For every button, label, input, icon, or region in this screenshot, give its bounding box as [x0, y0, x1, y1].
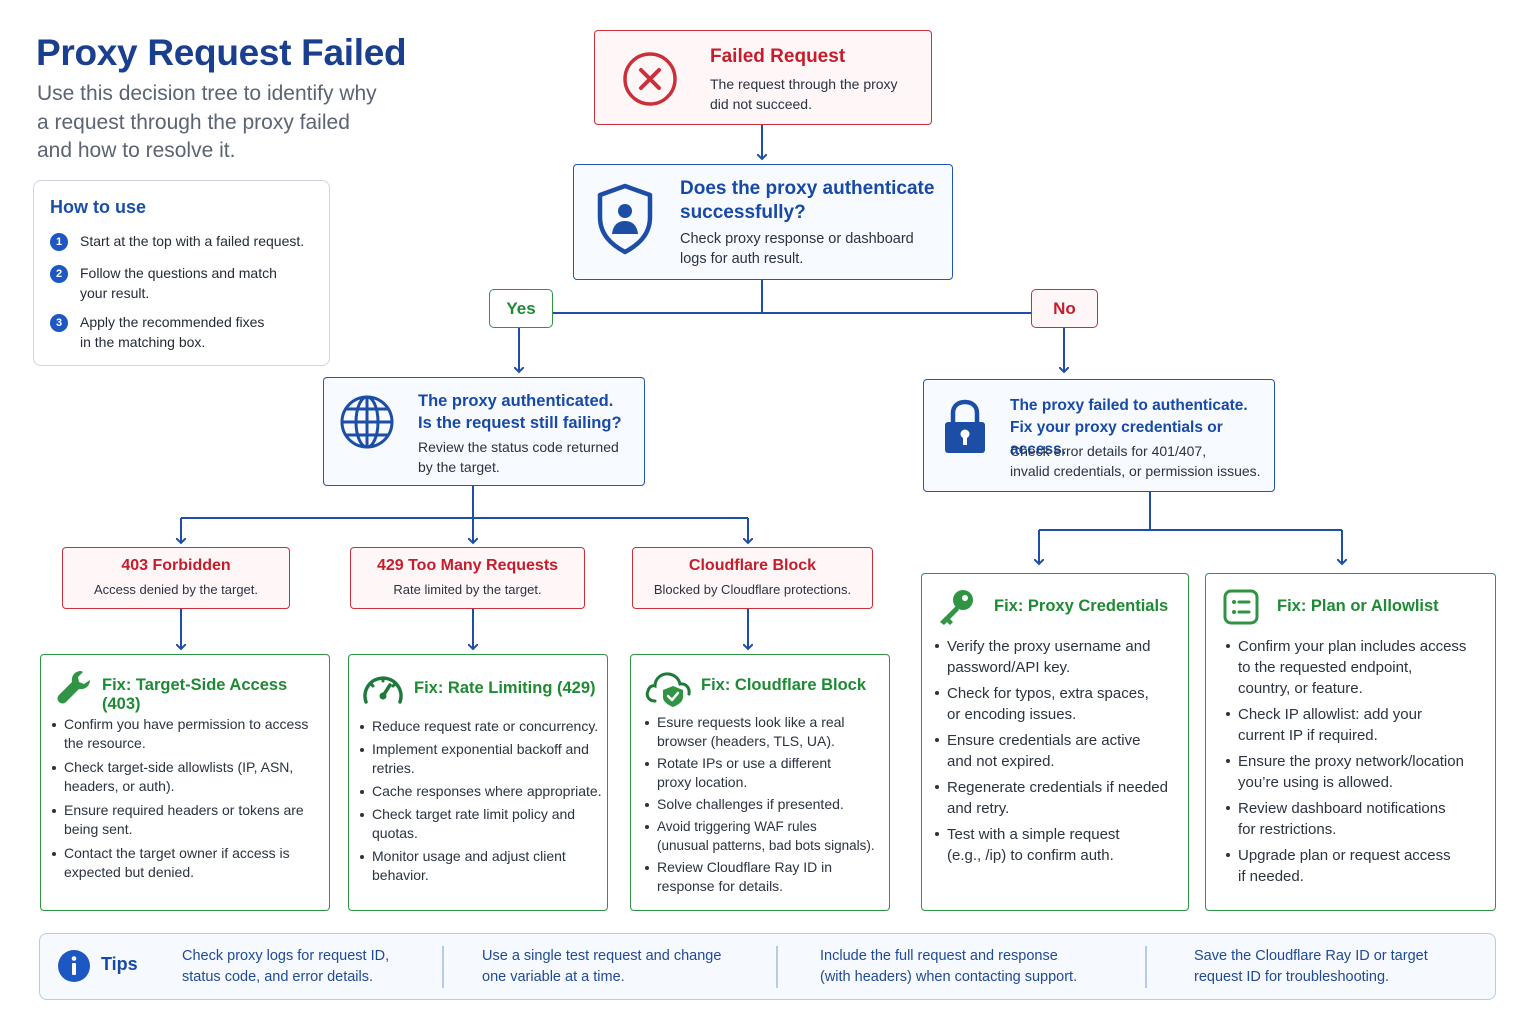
auth-failed-box: The proxy failed to authenticate. Fix yo…: [923, 379, 1275, 492]
fix-title: Fix: Rate Limiting (429): [414, 679, 596, 697]
fix-proxy-credentials-box: Fix: Proxy Credentials Verify the proxy …: [921, 573, 1189, 911]
code-box-429: 429 Too Many Requests Rate limited by th…: [350, 547, 585, 609]
key-icon: [940, 590, 973, 625]
page-title: Proxy Request Failed: [36, 32, 407, 73]
shield-user-icon: [597, 183, 653, 255]
fix-target-side-access-box: Fix: Target-Side Access (403) Confirm yo…: [40, 654, 330, 911]
tip-item: Check proxy logs for request ID,status c…: [182, 948, 390, 985]
how-to-step-3: 3 Apply the recommended fixes in the mat…: [50, 313, 310, 352]
fix-item: Avoid triggering WAF rules(unusual patte…: [645, 817, 889, 855]
code-subtitle: Access denied by the target.: [93, 582, 259, 597]
checklist-icon: [1223, 589, 1259, 625]
auth-failed-title: The proxy failed to authenticate. Fix yo…: [1010, 397, 1248, 458]
fix-title: Fix: Plan or Allowlist: [1277, 597, 1439, 615]
failed-request-text: The request through the proxy did not su…: [710, 76, 898, 112]
how-to-use-title: How to use: [50, 197, 147, 217]
failed-request-title: Failed Request: [710, 46, 846, 67]
info-icon: [58, 950, 90, 982]
auth-question-text: Check proxy response or dashboard logs f…: [680, 231, 914, 267]
failed-request-box: Failed Request The request through the p…: [594, 30, 932, 125]
step-number-badge: 3: [50, 314, 68, 332]
code-subtitle: Blocked by Cloudflare protections.: [653, 582, 852, 597]
code-subtitle: Rate limited by the target.: [393, 582, 542, 597]
wrench-icon: [57, 671, 90, 704]
fix-title: Fix: Proxy Credentials: [994, 597, 1169, 615]
fix-item: Cache responses where appropriate.: [360, 782, 604, 801]
fix-rate-limiting-box: Fix: Rate Limiting (429) Reduce request …: [348, 654, 608, 911]
authenticated-text: Review the status code returned by the t…: [418, 439, 619, 475]
fix-item: Test with a simple request(e.g., /ip) to…: [935, 824, 1185, 866]
cloud-shield-icon: [645, 672, 691, 707]
auth-question-title: Does the proxy authenticate successfully…: [680, 178, 935, 223]
tip-separator: [442, 946, 444, 988]
tip-separator: [776, 946, 778, 988]
auth-question-box: Does the proxy authenticate successfully…: [573, 164, 953, 280]
globe-icon: [340, 395, 394, 449]
tips-bar: Tips Check proxy logs for request ID,sta…: [39, 933, 1496, 1000]
how-to-step-1: 1 Start at the top with a failed request…: [50, 232, 310, 252]
authenticated-title: The proxy authenticated. Is the request …: [418, 392, 622, 432]
code-title: 429 Too Many Requests: [376, 557, 559, 574]
fix-item: Reduce request rate or concurrency.: [360, 717, 604, 736]
fix-item: Check for typos, extra spaces,or encodin…: [935, 683, 1185, 725]
fix-title: Fix: Target-Side Access (403): [102, 676, 288, 713]
fix-item: Check target-side allowlists (IP, ASN,he…: [52, 758, 324, 796]
authenticated-box: The proxy authenticated. Is the request …: [323, 377, 645, 486]
fix-title: Fix: Cloudflare Block: [701, 676, 867, 694]
fix-cloudflare-block-box: Fix: Cloudflare Block Esure requests loo…: [630, 654, 890, 911]
speedometer-icon: [363, 676, 403, 704]
tip-separator: [1145, 946, 1147, 988]
step-number-badge: 2: [50, 265, 68, 283]
how-to-step-2: 2 Follow the questions and match your re…: [50, 264, 310, 303]
code-box-403: 403 Forbidden Access denied by the targe…: [62, 547, 290, 609]
page-subtitle: Use this decision tree to identify why a…: [37, 82, 377, 162]
fix-item: Solve challenges if presented.: [645, 795, 889, 814]
auth-failed-text: Check error details for 401/407, invalid…: [1010, 443, 1261, 479]
yes-branch-label: Yes: [489, 289, 553, 328]
code-title: Cloudflare Block: [688, 557, 817, 574]
step-number-badge: 1: [50, 233, 68, 251]
code-title: 403 Forbidden: [121, 557, 231, 574]
fix-plan-allowlist-box: Fix: Plan or Allowlist Confirm your plan…: [1205, 573, 1496, 911]
how-to-use-panel: How to use 1 Start at the top with a fai…: [33, 180, 330, 366]
tip-item: Include the full request and response(wi…: [820, 948, 1078, 985]
fix-list: Reduce request rate or concurrency. Impl…: [360, 717, 604, 885]
tips-label: Tips: [101, 954, 138, 974]
lock-icon: [945, 399, 985, 453]
error-x-icon: [623, 52, 677, 106]
no-branch-label: No: [1031, 289, 1098, 328]
code-box-cloudflare: Cloudflare Block Blocked by Cloudflare p…: [632, 547, 873, 609]
